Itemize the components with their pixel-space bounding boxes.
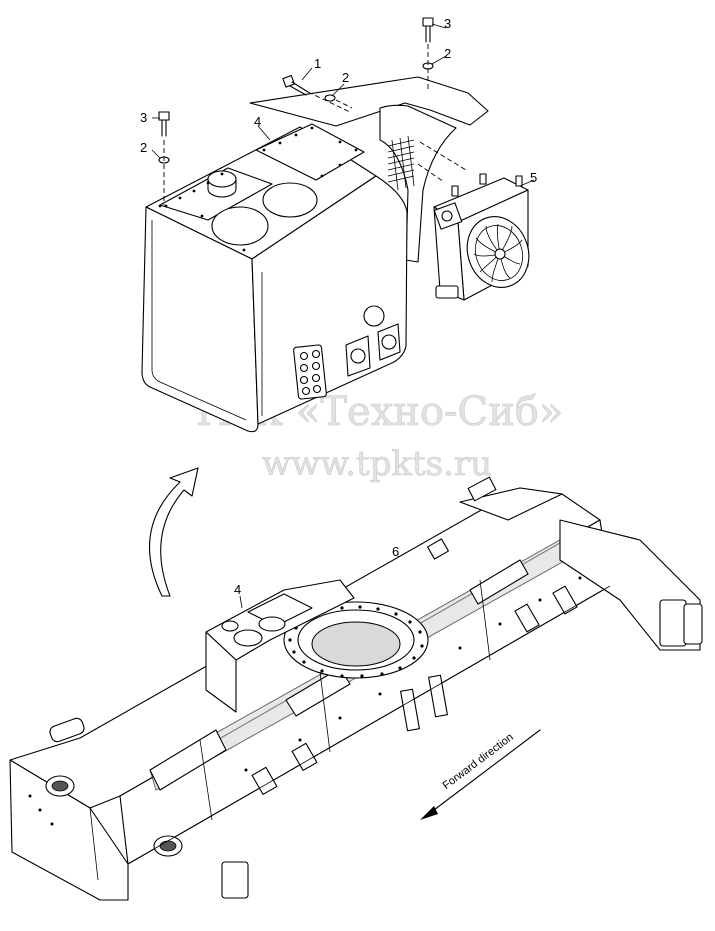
chassis-frame	[9, 476, 703, 901]
callout-4-chassis: 4	[234, 582, 241, 597]
oil-cooler	[433, 173, 530, 301]
forward-direction-arrow: Forward direction	[420, 729, 541, 820]
rotation-arrow	[149, 467, 199, 597]
bolt-3-right	[422, 17, 434, 43]
bolt-1	[282, 74, 309, 96]
bolt-3-left	[158, 111, 170, 137]
mounting-bracket	[249, 76, 489, 263]
fasteners	[158, 17, 467, 205]
callout-2-right: 2	[444, 46, 451, 61]
callout-numbers: 1 2 2 2 3 3 4 4 5 6	[140, 16, 537, 597]
watermark-line-2: www.tpkts.ru	[262, 444, 492, 484]
hydraulic-tank-top	[141, 123, 408, 433]
callout-4-tank: 4	[254, 114, 261, 129]
callout-5: 5	[530, 170, 537, 185]
callout-2-center: 2	[342, 70, 349, 85]
callout-2-left: 2	[140, 140, 147, 155]
callout-6: 6	[392, 544, 399, 559]
callout-3-right: 3	[444, 16, 451, 31]
washer-2-center	[324, 94, 336, 102]
forward-direction-label: Forward direction	[441, 731, 516, 792]
callout-3-left: 3	[140, 110, 147, 125]
callout-1: 1	[314, 56, 321, 71]
